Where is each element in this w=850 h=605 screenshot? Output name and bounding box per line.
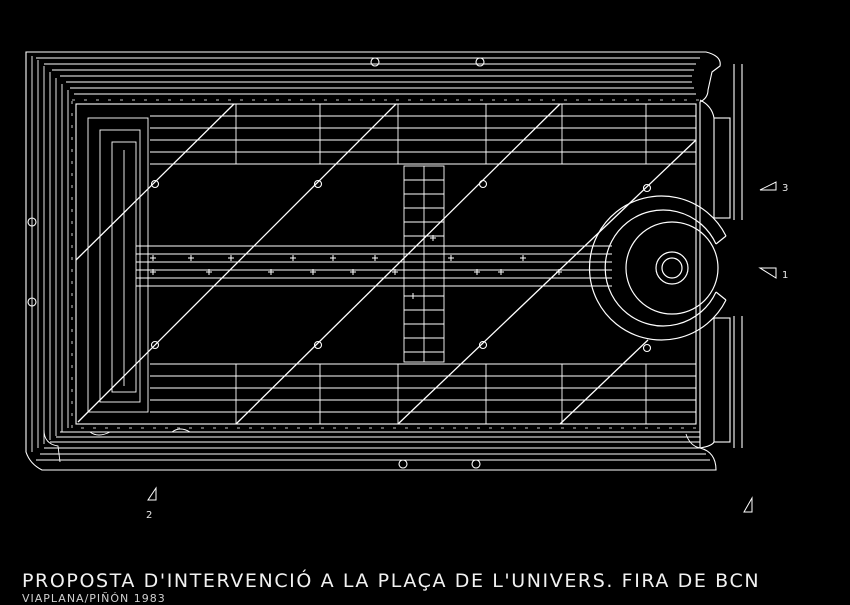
lamp-markers xyxy=(27,57,652,469)
section-marker-3-label: 3 xyxy=(782,183,788,194)
section-marker-1-label: 1 xyxy=(782,270,788,281)
tree-markers xyxy=(150,235,562,299)
section-marker-2-label: 2 xyxy=(146,510,152,521)
drawing-title: PROPOSTA D'INTERVENCIÓ A LA PLAÇA DE L'U… xyxy=(22,570,761,592)
corner-details xyxy=(43,428,701,463)
diagonal-walkways xyxy=(75,103,697,425)
left-stepped-edges xyxy=(31,56,69,452)
section-marker-right-bottom xyxy=(743,496,753,513)
plaza-outer-boundary xyxy=(25,51,721,471)
left-nested-frames xyxy=(87,117,149,413)
section-marker-2: 2 xyxy=(146,486,157,521)
bottom-stepped-edges xyxy=(36,431,710,461)
top-stepped-edges xyxy=(36,57,700,95)
top-bench-bands xyxy=(150,104,696,165)
central-vertical-band xyxy=(403,165,445,363)
drawing-credit: VIAPLANA/PIÑÓN 1983 xyxy=(22,592,166,605)
central-axis-band xyxy=(136,245,612,287)
right-side-walls xyxy=(699,64,743,449)
plaza-inner-field xyxy=(75,103,697,425)
section-marker-3: 3 xyxy=(759,181,788,194)
section-marker-1: 1 xyxy=(758,267,788,281)
circular-fountain xyxy=(588,195,727,341)
